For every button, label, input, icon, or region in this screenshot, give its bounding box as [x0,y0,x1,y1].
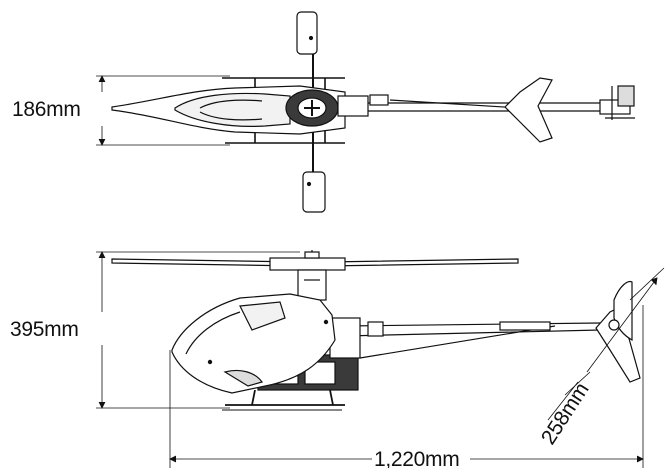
side-height-label: 395mm [10,318,79,341]
side-tail-boom [344,321,601,359]
side-main-rotor [111,250,519,301]
top-main-rotor [296,11,326,213]
overall-length-dimension [169,305,644,468]
side-landing-skids [222,389,345,411]
tail-rotor-dimension [547,267,665,421]
side-canopy [171,293,336,394]
tail-rotor-diameter-label: 258mm [537,379,594,449]
top-height-label: 186mm [12,98,81,121]
side-height-dimension [96,251,300,409]
top-tail-rotor [599,85,635,120]
top-view [96,11,635,213]
top-height-dimension [96,75,230,146]
top-rotor-head [285,89,389,127]
side-view [96,250,665,468]
top-tail-fin [504,77,553,143]
overall-length-label: 1,220mm [374,448,459,468]
side-tail-fin [595,280,641,383]
